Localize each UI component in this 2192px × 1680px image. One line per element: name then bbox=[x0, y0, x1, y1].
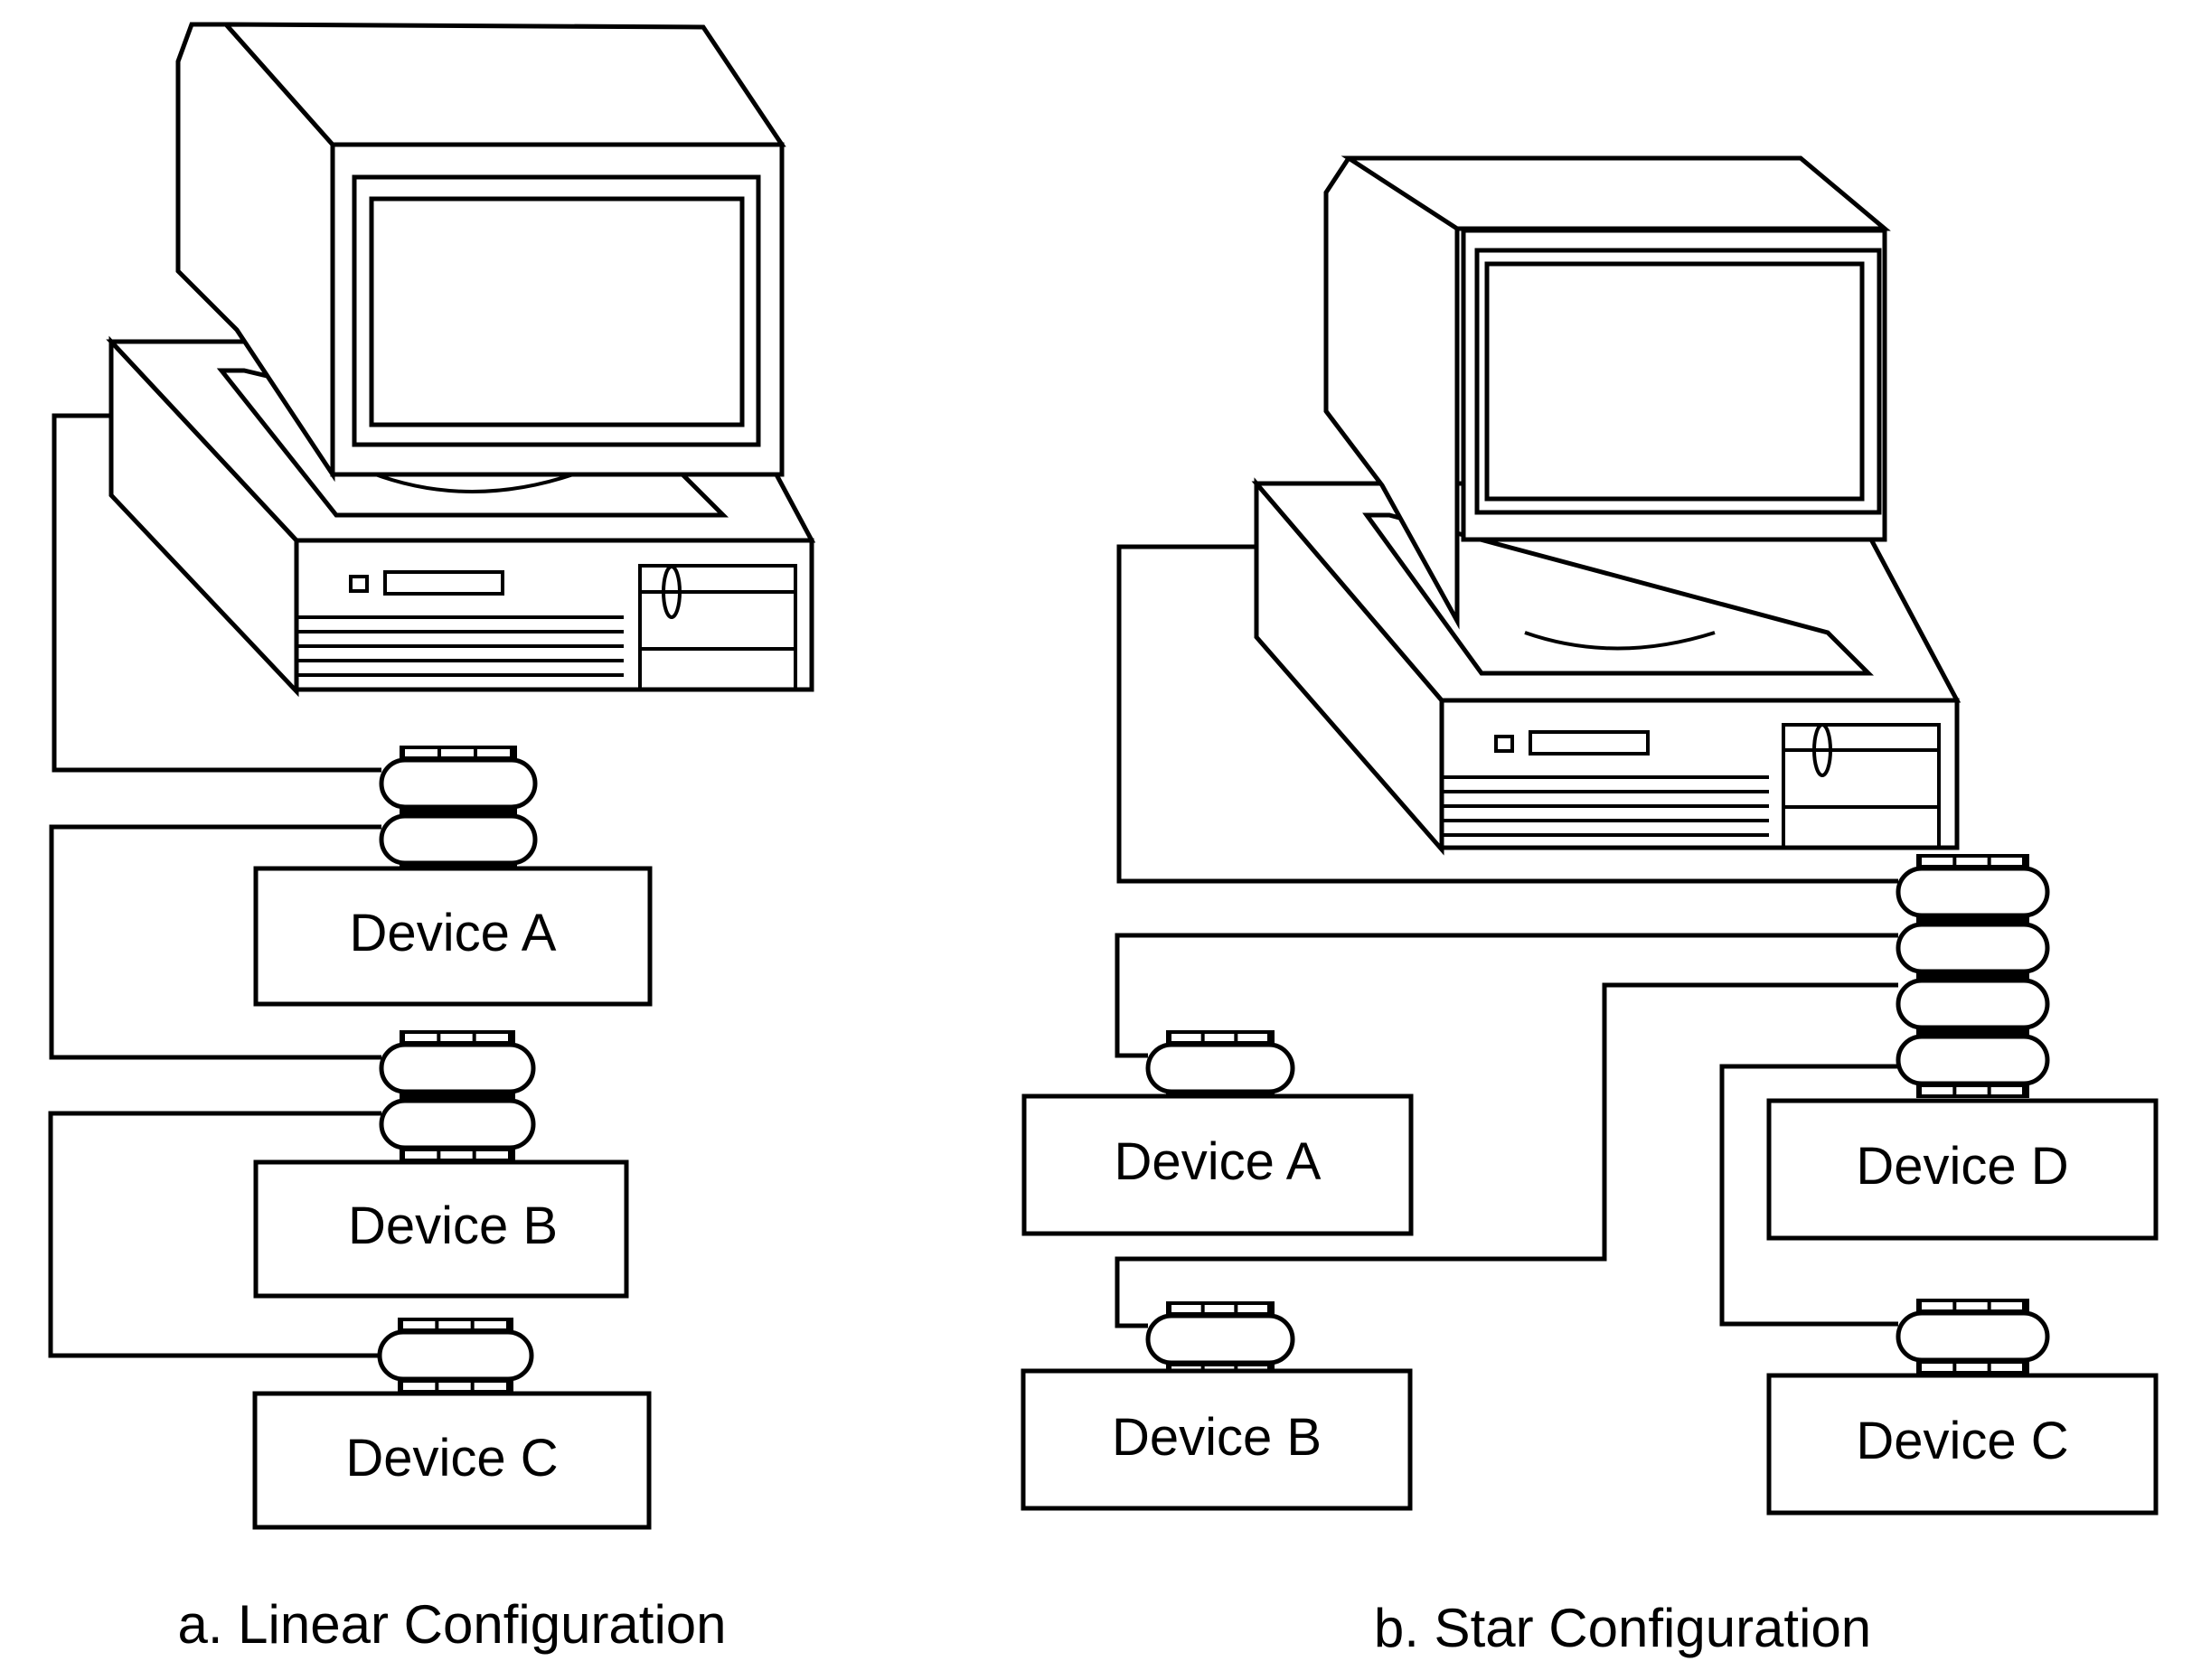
base-front bbox=[294, 538, 814, 692]
device-label: Device B bbox=[1112, 1408, 1322, 1467]
cable-hub-to-a bbox=[1115, 933, 1898, 1058]
connector-plug bbox=[1896, 978, 2050, 1030]
power-led-icon bbox=[349, 575, 369, 593]
panel-linear: Device A Device B Device C a. Linear Con… bbox=[48, 22, 816, 1655]
device-label: Device C bbox=[1856, 1412, 2068, 1470]
caption-star: b. Star Configuration bbox=[1374, 1598, 1871, 1658]
connector-plug bbox=[379, 1098, 536, 1150]
connector-plug bbox=[379, 813, 538, 866]
device-label: Device A bbox=[1115, 1132, 1322, 1191]
connector-plug bbox=[1896, 922, 2050, 974]
device-label: Device D bbox=[1856, 1137, 2068, 1196]
device-box[interactable]: Device B bbox=[1021, 1368, 1413, 1511]
monitor-screen bbox=[369, 196, 745, 427]
computer-icon bbox=[1251, 155, 1962, 856]
connector-stack-device-b bbox=[379, 1030, 536, 1162]
cable-hub-to-c bbox=[1719, 1064, 1898, 1327]
drive-bay-icon bbox=[638, 564, 797, 691]
device-box[interactable]: Device A bbox=[1021, 1093, 1414, 1236]
connector-plug bbox=[379, 1042, 536, 1094]
connector-plug bbox=[379, 757, 538, 810]
cable-computer-to-hub bbox=[1116, 544, 1898, 884]
connector-plug bbox=[1896, 866, 2050, 918]
device-label: Device B bbox=[348, 1197, 558, 1255]
power-led-icon bbox=[1494, 735, 1514, 753]
device-box[interactable]: Device D bbox=[1766, 1098, 2159, 1241]
drive-bay-icon bbox=[1782, 723, 1941, 849]
connector-plug bbox=[1145, 1042, 1295, 1094]
device-label: Device C bbox=[345, 1429, 558, 1488]
device-box[interactable]: Device C bbox=[252, 1391, 652, 1530]
connector-stack-device-a bbox=[379, 746, 538, 878]
connector-device-c bbox=[377, 1318, 534, 1394]
drive-slot-icon bbox=[383, 570, 504, 596]
cable-b-to-c bbox=[48, 1111, 381, 1358]
connector-plug bbox=[1896, 1310, 2050, 1363]
cable-a-to-b bbox=[49, 824, 381, 1060]
connector-device-b bbox=[1145, 1301, 1295, 1377]
hub-connector-stack-device-d bbox=[1896, 854, 2050, 1098]
monitor-screen bbox=[1484, 261, 1865, 502]
device-label: Device A bbox=[350, 904, 557, 962]
cable-computer-to-a bbox=[52, 413, 381, 773]
connector-plug bbox=[1896, 1034, 2050, 1086]
cable-hub-to-b bbox=[1115, 982, 1898, 1328]
device-box[interactable]: Device A bbox=[253, 866, 653, 1007]
computer-icon bbox=[106, 22, 816, 698]
panel-star: Device A Device B Device D Device C b. S… bbox=[1021, 155, 2159, 1658]
connector-device-c bbox=[1896, 1299, 2050, 1375]
drive-slot-icon bbox=[1529, 730, 1650, 756]
caption-linear: a. Linear Configuration bbox=[177, 1594, 726, 1655]
device-box[interactable]: Device C bbox=[1766, 1373, 2159, 1516]
connector-plug bbox=[377, 1329, 534, 1382]
connector-plug bbox=[1145, 1313, 1295, 1366]
device-box[interactable]: Device B bbox=[253, 1159, 629, 1299]
